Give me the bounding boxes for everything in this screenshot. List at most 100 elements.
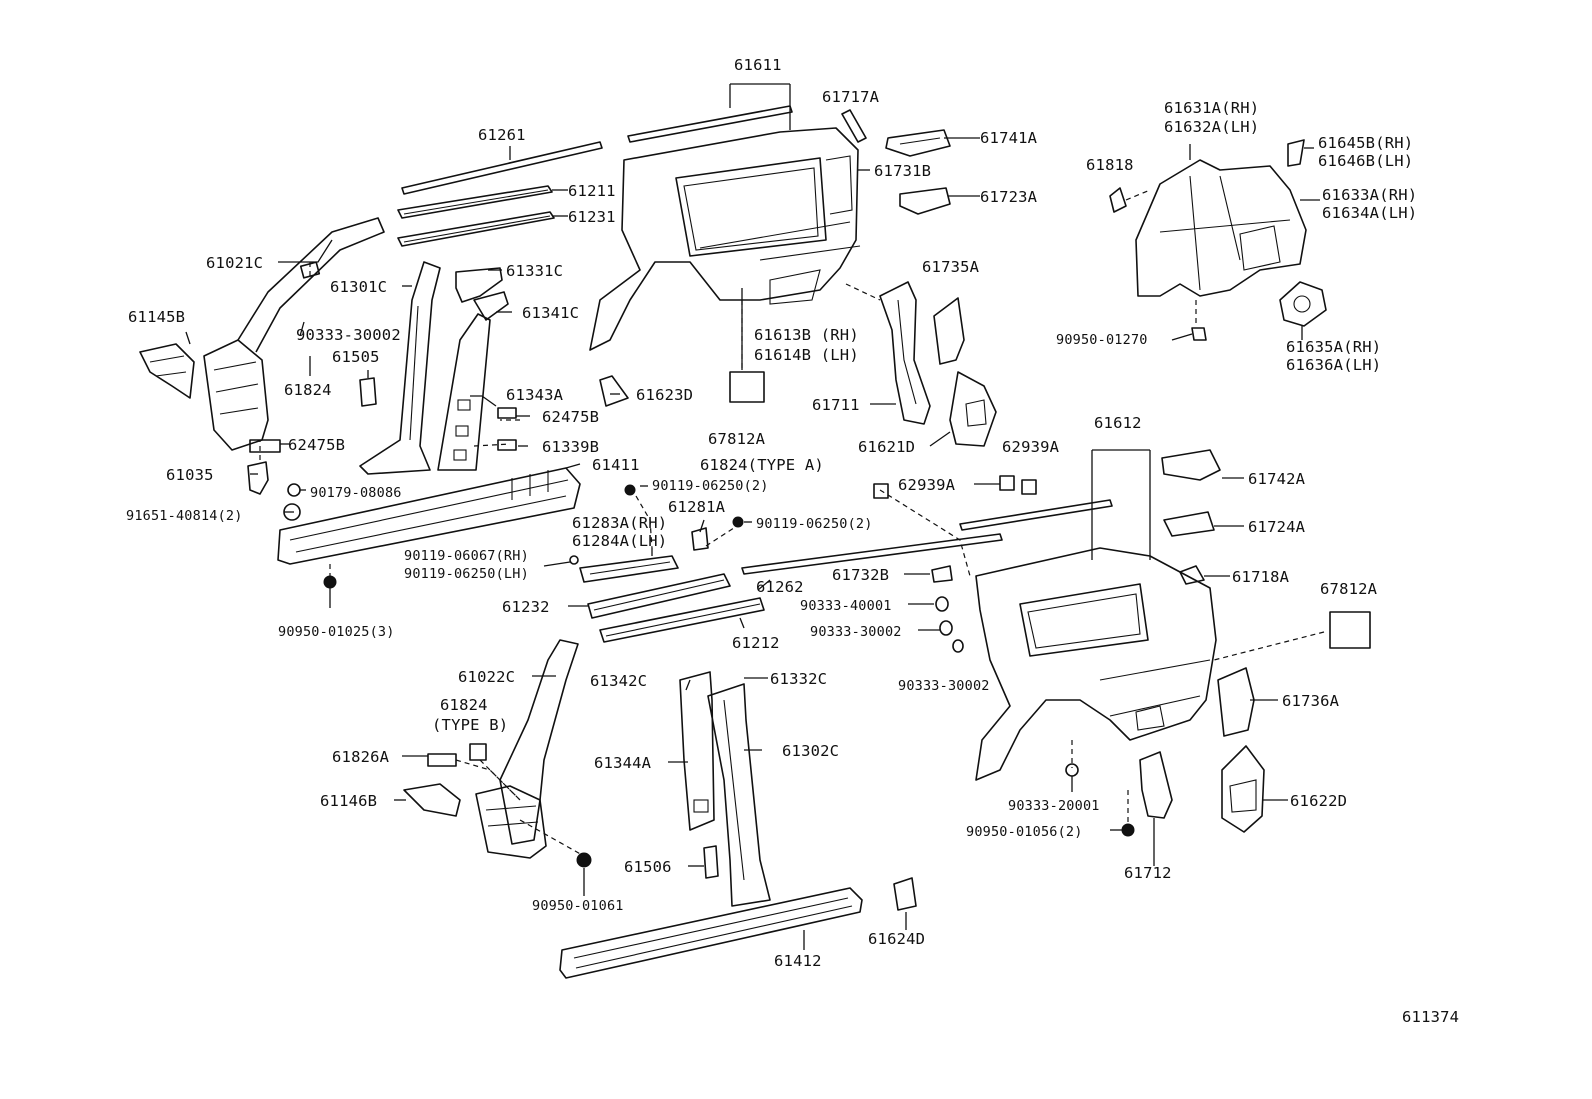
pillar-reinforce-61343A [437,313,491,471]
label-61742A: 61742A [1248,470,1306,488]
label-90950-01025: 90950-01025(3) [278,624,395,640]
label-61736A: 61736A [1282,692,1340,710]
label-91651-40814: 91651-40814(2) [126,508,243,524]
bracket-61283A [569,555,679,583]
label-90950-01061: 90950-01061 [532,898,624,914]
label-67812A-a: 67812A [708,430,766,448]
label-90119-06250-2a: 90119-06250(2) [652,478,769,494]
label-61412: 61412 [774,952,822,970]
label-61145B: 61145B [128,308,185,326]
label-61711: 61711 [812,396,860,414]
label-61342C: 61342C [590,672,647,690]
label-61261: 61261 [478,126,526,144]
bracket-61723A [899,187,951,215]
label-61344A: 61344A [594,754,652,772]
label-61818: 61818 [1086,156,1134,174]
label-61022C: 61022C [458,668,515,686]
label-61724A: 61724A [1248,518,1306,536]
bracket-61623D [599,375,629,407]
bracket-61741A [885,129,951,157]
front-pillar-61021C [203,217,385,451]
label-61506: 61506 [624,858,672,876]
bolt-90119-06250-b [732,516,744,528]
wheelhouse-inner-61631A [1135,139,1307,297]
label-61623D: 61623D [636,386,693,404]
label-61611: 61611 [734,56,782,74]
bracket-61724A [1163,511,1215,537]
label-61339B: 61339B [542,438,599,456]
label-61331C: 61331C [506,262,563,280]
label-61343A: 61343A [506,386,564,404]
lower-rail-61232 [587,573,765,643]
label-90333-30002-a: 90333-30002 [296,326,401,344]
bracket-61735A [933,297,965,365]
callout-labels: 61611 61717A 61741A 61261 61731B 61211 6… [126,56,1459,1026]
dashed-lines [259,189,1325,857]
pad-61506 [703,845,719,879]
front-pillar-61022C [475,639,579,859]
label-61505: 61505 [332,348,380,366]
label-62939A-a: 62939A [1002,438,1060,456]
label-61341C: 61341C [522,304,579,322]
label-62475B-a: 62475B [542,408,599,426]
small-parts-front [249,261,377,453]
label-90333-40001: 90333-40001 [800,598,892,614]
label-90950-01270: 90950-01270 [1056,332,1148,348]
bracket-61622D [1221,745,1265,833]
center-pillar-61302C [707,683,771,907]
label-61635A: 61635A(RH) [1286,338,1381,356]
label-61211: 61211 [568,182,616,200]
roof-rail-strip-61611 [401,105,793,195]
plug-61824-typeA [873,483,889,499]
label-90179-08086: 90179-08086 [310,485,402,501]
label-61731B: 61731B [874,162,931,180]
label-61717A: 61717A [822,88,880,106]
quarter-panel-upper [589,127,861,351]
label-61824-typeB: (TYPE B) [432,716,508,734]
label-61624D: 61624D [868,930,925,948]
label-61212: 61212 [732,634,780,652]
diagram-id: 611374 [1402,1008,1459,1026]
label-61281A: 61281A [668,498,726,516]
bracket-61718A [1179,565,1205,585]
center-pillar-61301C [359,261,441,475]
label-61302C: 61302C [782,742,839,760]
label-61283A: 61283A(RH) [572,514,667,532]
label-90333-30002-b: 90333-30002 [810,624,902,640]
label-61634A: 61634A(LH) [1322,204,1417,222]
label-90119-06067: 90119-06067(RH) [404,548,529,564]
label-61621D: 61621D [858,438,915,456]
label-61301C: 61301C [330,278,387,296]
wheelhouse-61712 [1139,751,1173,819]
label-90333-30002-c: 90333-30002 [898,678,990,694]
pillar-bracket-61341C [473,291,509,321]
label-61646B: 61646B(LH) [1318,152,1413,170]
leader-lines [185,83,1320,950]
bolt-90119-06250-a [624,484,636,496]
clip-90950-01270 [1191,327,1207,341]
bracket-61736A [1217,667,1255,737]
pads-62475B-61339B [497,407,517,451]
label-61035: 61035 [166,466,214,484]
label-61231: 61231 [568,208,616,226]
label-61284A: 61284A(LH) [572,532,667,550]
roof-drip-61262 [741,533,1003,575]
label-61636A: 61636A(LH) [1286,356,1381,374]
label-90950-01056: 90950-01056(2) [966,824,1083,840]
label-61021C: 61021C [206,254,263,272]
label-62475B-b: 62475B [288,436,345,454]
cowl-side-61145B [139,343,195,399]
label-62939A-b: 62939A [898,476,956,494]
label-61146B: 61146B [320,792,377,810]
quarter-panel-lower [931,547,1217,781]
label-61613B: 61613B (RH) [754,326,859,344]
label-61614B: 61614B (LH) [754,346,859,364]
label-61332C: 61332C [770,670,827,688]
label-61735A: 61735A [922,258,980,276]
pillar-bracket-61331C [455,267,503,303]
pillar-reinforce-61344A [679,671,715,831]
label-61645B: 61645B(RH) [1318,134,1413,152]
cover-67812A [729,371,765,403]
label-61732B: 61732B [832,566,889,584]
